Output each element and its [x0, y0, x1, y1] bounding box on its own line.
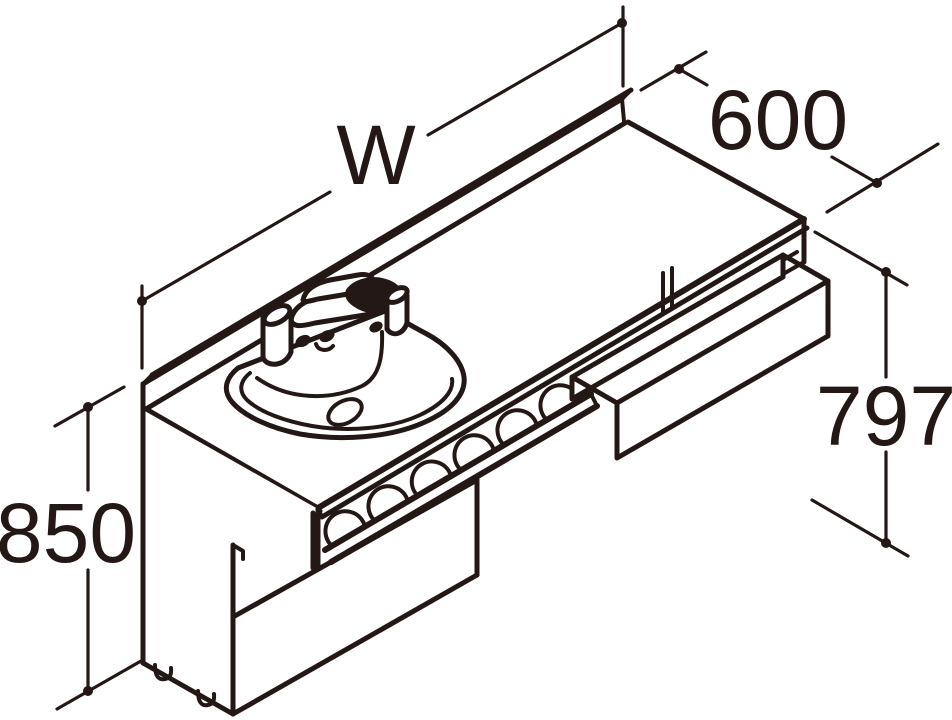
dimension-height-left: 850	[0, 385, 143, 711]
backsplash	[140, 87, 634, 412]
towel-bar	[322, 383, 600, 565]
faucet	[260, 272, 410, 367]
drain-hole	[326, 397, 364, 427]
height-left-label: 850	[0, 486, 136, 580]
dimension-depth: 600	[639, 50, 940, 214]
deck-hole	[319, 329, 335, 343]
height-right-label: 797	[816, 369, 952, 463]
sink-bowl	[223, 308, 467, 441]
towel-bar-scallop	[323, 509, 367, 548]
cabinet-foot	[153, 663, 174, 682]
drawer	[569, 252, 831, 461]
deck-hole	[369, 321, 383, 333]
dimension-height-right: 797	[810, 230, 952, 558]
towel-bar-scallop	[452, 433, 496, 472]
cabinet-foot	[196, 689, 217, 708]
towel-bar-scallop	[409, 459, 453, 498]
towel-bar-scallop	[366, 484, 410, 523]
towel-bar-scallop	[495, 408, 539, 447]
drawer-front-panel	[614, 278, 831, 461]
depth-label: 600	[708, 73, 848, 167]
width-label: W	[336, 108, 415, 202]
deck-hole	[295, 334, 311, 348]
dimension-width: W	[137, 5, 627, 370]
